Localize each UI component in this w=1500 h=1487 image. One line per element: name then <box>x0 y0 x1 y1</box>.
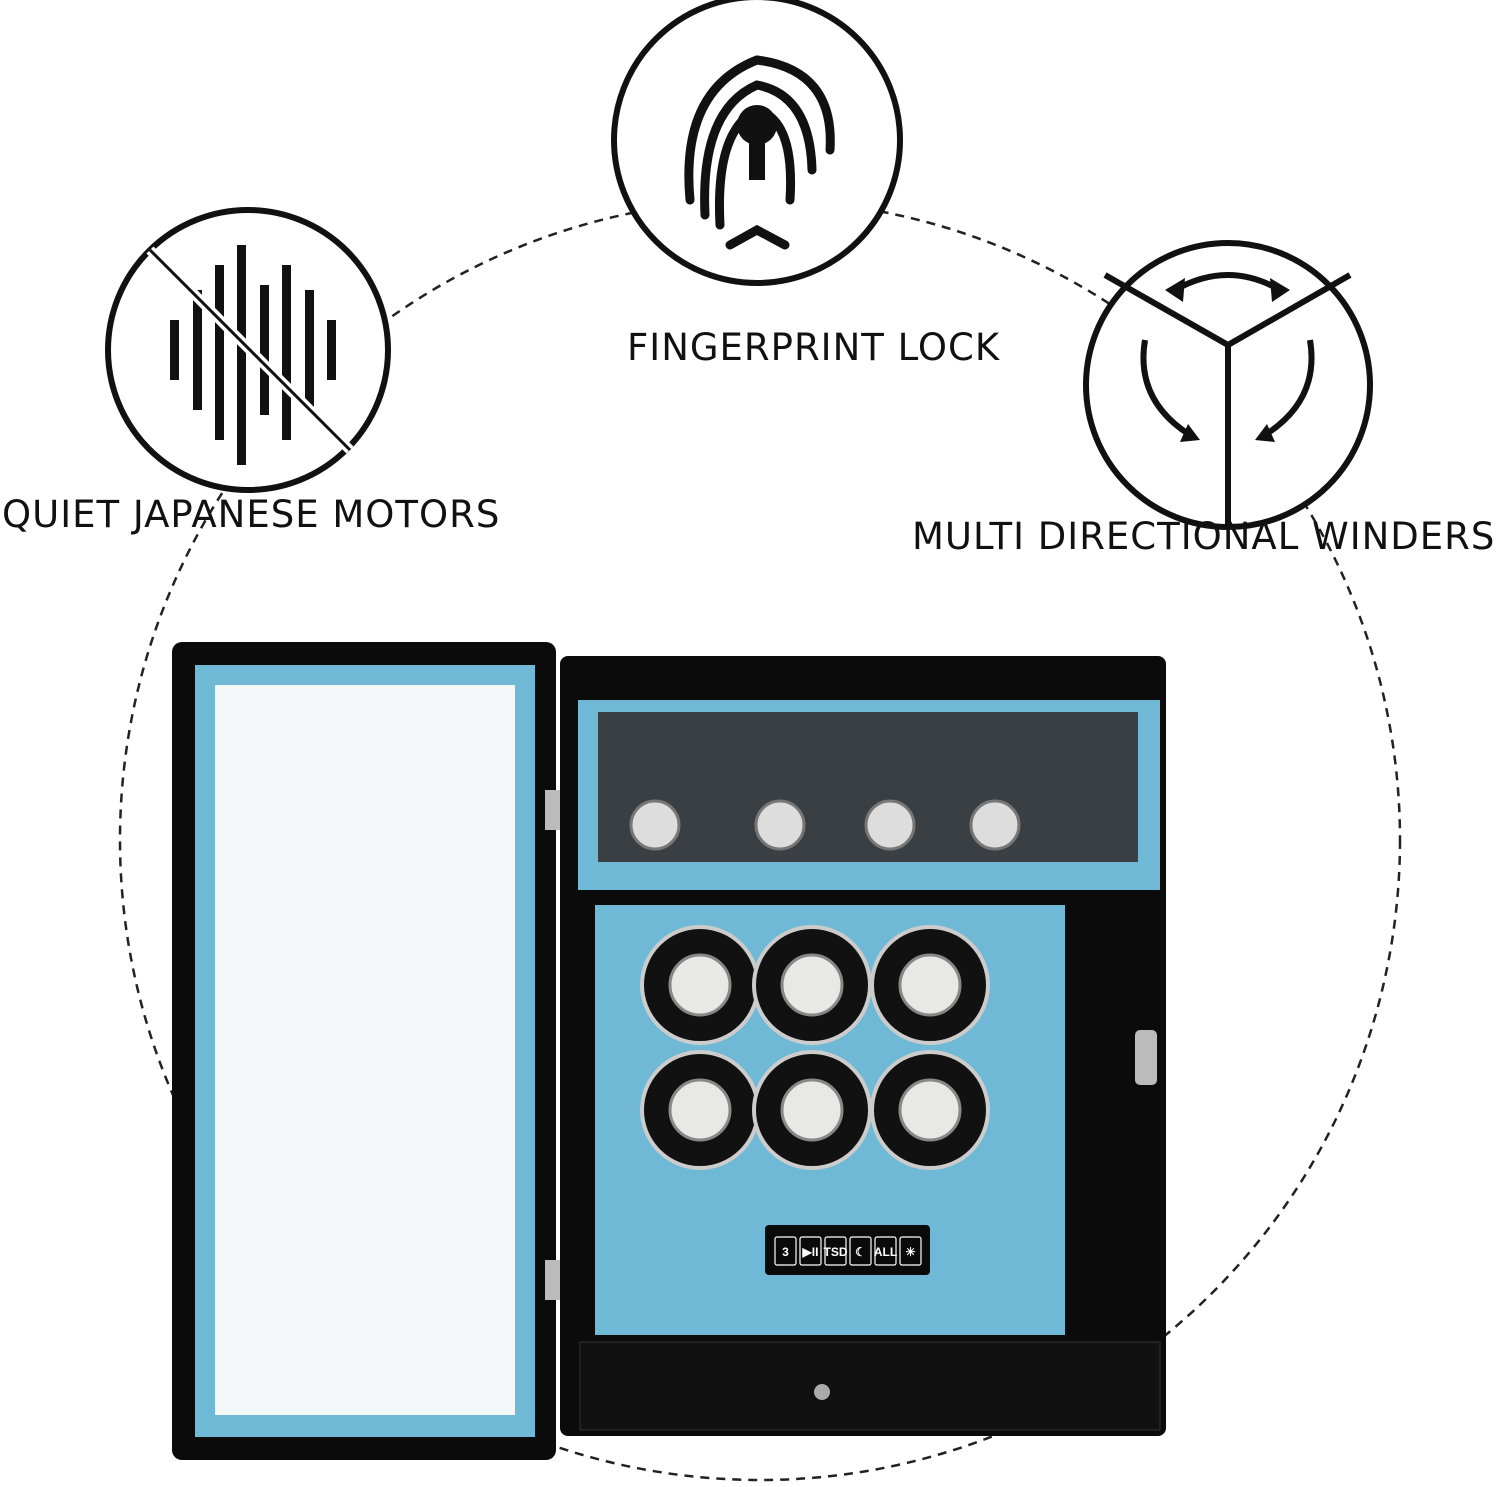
watch-winder-slot <box>640 1050 760 1170</box>
feature-label-quiet-motors: QUIET JAPANESE MOTORS <box>2 493 501 536</box>
watch-winder-slot <box>870 925 990 1045</box>
watch-face <box>898 1078 962 1142</box>
control-button-label: 3 <box>782 1245 789 1259</box>
display-watch <box>969 799 1021 851</box>
control-button-label: TSD <box>824 1245 848 1259</box>
fingerprint-keyhole-icon <box>611 0 903 286</box>
control-button[interactable] <box>899 1236 922 1266</box>
control-button-label: ☀ <box>905 1245 916 1259</box>
control-button[interactable] <box>824 1236 847 1266</box>
watch-face <box>898 953 962 1017</box>
feature-label-fingerprint-lock: FINGERPRINT LOCK <box>627 326 1001 369</box>
door-glass <box>215 685 515 1415</box>
watch-winder-slot <box>640 925 760 1045</box>
watch-face <box>780 953 844 1017</box>
drawer <box>579 1341 1161 1431</box>
drawer-lock <box>814 1384 830 1400</box>
watch-winder-slot <box>870 1050 990 1170</box>
muted-sound-wave-icon <box>105 207 391 493</box>
control-button[interactable] <box>799 1236 822 1266</box>
control-button[interactable] <box>874 1236 897 1266</box>
watch-winder-slot <box>752 925 872 1045</box>
watch-face <box>668 953 732 1017</box>
watch-winder-cabinet <box>172 642 1166 1460</box>
watch-winder-slot <box>752 1050 872 1170</box>
fingerprint-sensor <box>1135 1030 1157 1085</box>
control-button-label: ▶II <box>802 1245 819 1259</box>
display-watch <box>629 799 681 851</box>
control-button[interactable] <box>849 1236 872 1266</box>
watch-face <box>780 1078 844 1142</box>
feature-label-multi-directional: MULTI DIRECTIONAL WINDERS <box>912 515 1496 558</box>
display-watch <box>754 799 806 851</box>
display-watch <box>864 799 916 851</box>
rotation-arrows-icon <box>1083 240 1373 530</box>
control-button-label: ALL <box>874 1245 897 1259</box>
control-button-label: ☾ <box>855 1245 866 1259</box>
control-panel: 3 ▶II TSD ☾ ALL ☀ <box>765 1225 930 1275</box>
watch-face <box>668 1078 732 1142</box>
control-button[interactable] <box>774 1236 797 1266</box>
